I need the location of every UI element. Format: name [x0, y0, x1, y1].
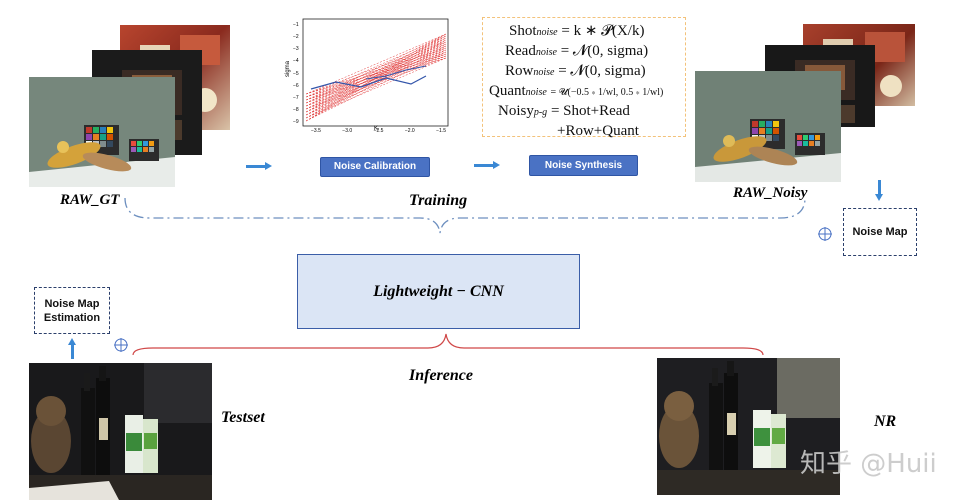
- calibration-line: [305, 45, 447, 101]
- calibration-line: [305, 41, 447, 95]
- calibration-line: [305, 43, 447, 110]
- raw-noisy-label: RAW_Noisy: [733, 185, 808, 201]
- nr-label: NR: [874, 413, 897, 430]
- calibration-line: [305, 57, 447, 119]
- calibration-line: [305, 43, 447, 98]
- noise-map-estimation-line1: Noise Map: [44, 297, 100, 310]
- plot-y-label: sigma: [285, 60, 292, 78]
- calibration-line: [305, 45, 447, 122]
- testset-label: Testset: [221, 409, 265, 426]
- x-tick: −1.5: [436, 128, 446, 134]
- formula-read: Readnoise = 𝓝(0, sigma): [505, 43, 649, 59]
- calibration-line: [305, 41, 447, 107]
- noise-calibration-button[interactable]: Noise Calibration: [320, 157, 430, 177]
- noise-map-estimation-line2: Estimation: [43, 311, 101, 324]
- raw-noisy-photo-front: [695, 71, 841, 182]
- calibration-line: [305, 39, 447, 104]
- calibration-line: [305, 49, 447, 98]
- noise-map-label: Noise Map: [852, 226, 908, 238]
- calibration-line: [305, 33, 447, 104]
- formula-quant: Quantnoise = 𝓤(−0.5 ∗ 1/wl, 0.5 ∗ 1/wl): [489, 83, 664, 99]
- y-tick: −3: [293, 46, 299, 53]
- noise-map-estimation-box: Noise Map Estimation: [34, 287, 110, 334]
- noise-synthesis-button[interactable]: Noise Synthesis: [529, 155, 638, 176]
- arrow-to-noise-map: [875, 180, 883, 201]
- lightweight-cnn-box: Lightweight − CNN: [297, 254, 580, 329]
- formula-row: Rownoise = 𝓝(0, sigma): [505, 63, 646, 79]
- calibration-line: [305, 33, 447, 113]
- calibration-line: [305, 53, 447, 104]
- calibration-line: [305, 39, 447, 122]
- plot-x-label: K: [374, 126, 379, 132]
- raw-gt-label: RAW_GT: [60, 192, 120, 208]
- calibration-line: [305, 35, 447, 98]
- calibration-line: [305, 51, 447, 110]
- formula-shot: Shotnoise = k ∗ 𝓟(X/k): [509, 23, 645, 39]
- raw-gt-photo-front: [29, 77, 175, 187]
- calibration-line: [305, 55, 447, 116]
- y-tick: −6: [293, 82, 299, 89]
- training-brace: [120, 188, 810, 238]
- y-tick: −4: [293, 58, 299, 65]
- plot-y-ticks: −1 −2 −3 −4 −5 −6 −7 −8 −9: [293, 22, 299, 125]
- x-tick: −2.0: [404, 128, 415, 134]
- arrow-to-synthesis: [474, 161, 500, 169]
- testset-photo: [29, 363, 212, 500]
- noise-model-formula: Shotnoise = k ∗ 𝓟(X/k) Readnoise = 𝓝(0, …: [482, 17, 686, 139]
- calibration-plot: sigma K −3.5 −3.0 −2.5 −2.0 −1.5 −1 −2 −…: [285, 14, 452, 134]
- y-tick: −1: [293, 22, 299, 28]
- calibration-line: [305, 53, 447, 113]
- formula-noisy-cont: +Row+Quant: [557, 123, 639, 139]
- crosshair-icon: [818, 227, 832, 241]
- watermark: 知乎 @Huii: [800, 449, 937, 479]
- calibration-line: [305, 35, 447, 116]
- calibration-line: [305, 43, 447, 119]
- y-tick: −9: [293, 119, 299, 125]
- inference-brace: [128, 330, 768, 360]
- training-label: Training: [409, 192, 468, 209]
- calibration-line: [305, 45, 447, 113]
- nr-photo: [657, 358, 840, 495]
- calibration-line: [305, 47, 447, 95]
- calibration-line: [305, 51, 447, 101]
- formula-noisy: Noisyp-g = Shot+Read: [498, 103, 630, 119]
- arrow-to-calibration: [246, 162, 272, 170]
- y-tick: −5: [293, 70, 299, 77]
- cnn-label: Lightweight − CNN: [373, 282, 504, 300]
- inference-label: Inference: [409, 367, 473, 384]
- x-tick: −2.5: [373, 128, 384, 134]
- x-tick: −3.5: [311, 128, 321, 134]
- arrow-to-estimation: [68, 338, 76, 359]
- noise-map-box: Noise Map: [843, 208, 917, 256]
- plot-x-ticks: −3.5 −3.0 −2.5 −2.0 −1.5: [311, 128, 446, 134]
- y-tick: −7: [293, 94, 299, 101]
- y-tick: −2: [293, 34, 299, 41]
- x-tick: −3.0: [342, 128, 353, 134]
- calibration-line: [305, 47, 447, 104]
- crosshair-icon: [114, 338, 128, 352]
- y-tick: −8: [293, 106, 299, 113]
